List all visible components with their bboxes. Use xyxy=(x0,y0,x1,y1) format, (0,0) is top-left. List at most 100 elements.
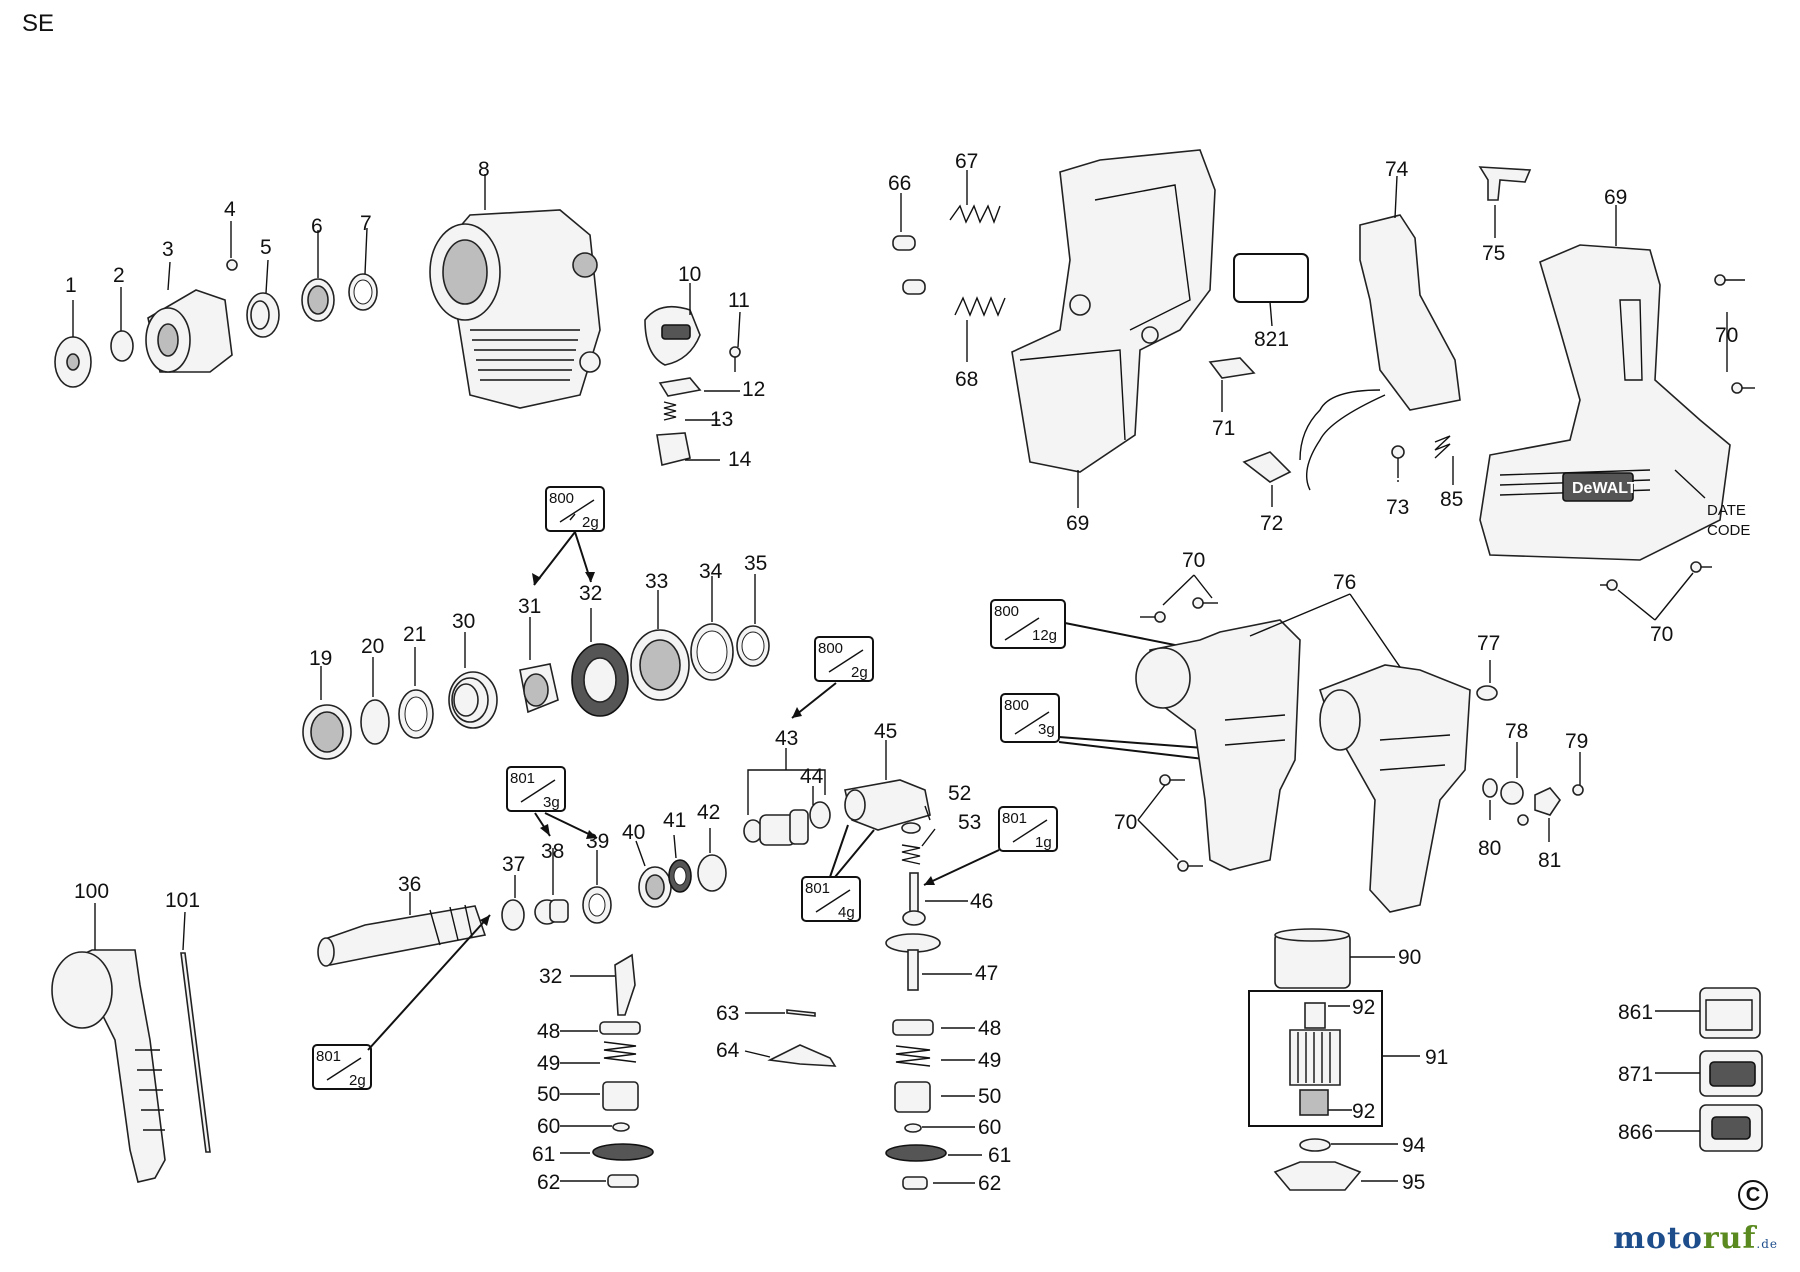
callout-44: 44 xyxy=(800,765,824,788)
callout-77: 77 xyxy=(1477,632,1500,655)
part-70-screws-low xyxy=(1159,774,1203,872)
callout-48-left: 48 xyxy=(537,1020,560,1043)
callout-35: 35 xyxy=(744,552,767,575)
callout-76: 76 xyxy=(1333,571,1356,594)
part-11-screw xyxy=(729,346,741,372)
part-10-selector xyxy=(644,305,701,366)
callout-41: 41 xyxy=(663,809,686,832)
callout-62-left: 62 xyxy=(537,1171,560,1194)
part-91-armature-box xyxy=(1248,990,1383,1127)
part-6-collar xyxy=(301,278,335,322)
part-75-lever xyxy=(1478,166,1532,201)
part-40-bearing xyxy=(638,866,672,908)
callout-94: 94 xyxy=(1402,1134,1426,1157)
callout-50-left: 50 xyxy=(537,1083,560,1106)
callout-85: 85 xyxy=(1440,488,1463,511)
callout-70-mid: 70 xyxy=(1182,549,1205,572)
copyright-icon: C xyxy=(1738,1180,1768,1210)
part-821-label xyxy=(1233,253,1309,303)
grease-box-8-qty: 3g xyxy=(1038,721,1055,738)
callout-60-left: 60 xyxy=(537,1115,560,1138)
site-logo[interactable]: motoruf.de xyxy=(1613,1221,1778,1256)
part-72-sensor xyxy=(1242,451,1292,483)
grease-box-6: 801 2g xyxy=(312,1044,372,1090)
part-63-pin xyxy=(786,1009,816,1017)
part-79-screw xyxy=(1572,784,1584,796)
logo-main: moto xyxy=(1613,1221,1703,1256)
grease-box-5-code: 801 xyxy=(1002,810,1027,827)
part-12-latch xyxy=(658,377,702,397)
part-70-screws-mid xyxy=(1140,597,1218,623)
callout-90: 90 xyxy=(1398,946,1421,969)
callout-91: 91 xyxy=(1425,1046,1448,1069)
callout-13: 13 xyxy=(710,408,733,431)
callout-5: 5 xyxy=(260,236,272,259)
callout-69-left: 69 xyxy=(1066,512,1089,535)
part-871-battery xyxy=(1699,1050,1763,1097)
part-69-housing-right: DeWALT xyxy=(1479,244,1731,561)
part-20-ring xyxy=(360,699,390,745)
grease-box-1-code: 800 xyxy=(549,490,574,507)
callout-36: 36 xyxy=(398,873,421,896)
callout-68: 68 xyxy=(955,368,978,391)
callout-49-right: 49 xyxy=(978,1049,1001,1072)
callout-46: 46 xyxy=(970,890,993,913)
grease-box-7-qty: 12g xyxy=(1032,627,1057,644)
dewalt-brand-mark: DeWALT xyxy=(1572,480,1637,497)
callout-47: 47 xyxy=(975,962,998,985)
callout-66: 66 xyxy=(888,172,911,195)
part-1-washer xyxy=(54,336,92,388)
part-35-ring xyxy=(736,625,770,667)
part-81-nut xyxy=(1517,787,1561,826)
part-90-sleeve xyxy=(1274,928,1351,989)
callout-70-right: 70 xyxy=(1650,623,1673,646)
date-code-line2: CODE xyxy=(1707,522,1750,539)
part-71-clip xyxy=(1208,357,1256,379)
part-64-clip xyxy=(767,1044,837,1067)
callout-861: 861 xyxy=(1618,1001,1653,1024)
callout-871: 871 xyxy=(1618,1063,1653,1086)
callout-21: 21 xyxy=(403,623,426,646)
callout-64: 64 xyxy=(716,1039,740,1062)
part-33-bearing xyxy=(630,629,690,701)
callout-39: 39 xyxy=(586,830,609,853)
callout-60-right: 60 xyxy=(978,1116,1001,1139)
grease-box-2-code: 800 xyxy=(818,640,843,657)
callout-70-top: 70 xyxy=(1715,324,1738,347)
callout-42: 42 xyxy=(697,801,720,824)
date-code-line1: DATE xyxy=(1707,502,1746,519)
grease-box-1: 800 2g xyxy=(545,486,605,532)
part-4-ball xyxy=(226,259,238,271)
callout-63: 63 xyxy=(716,1002,739,1025)
callout-38: 38 xyxy=(541,840,564,863)
part-39-ring xyxy=(582,886,612,924)
part-31-bushing xyxy=(519,663,559,714)
callout-43: 43 xyxy=(775,727,798,750)
grease-box-2: 800 2g xyxy=(814,636,874,682)
part-42-ring xyxy=(697,854,727,892)
part-861-case xyxy=(1699,987,1761,1039)
right-gear-stack xyxy=(885,933,947,1190)
grease-box-4-qty: 4g xyxy=(838,904,855,921)
callout-7: 7 xyxy=(360,212,372,235)
part-74-switch xyxy=(1299,214,1461,491)
part-95-plate xyxy=(1273,1161,1362,1191)
callout-48-right: 48 xyxy=(978,1017,1001,1040)
callout-78: 78 xyxy=(1505,720,1528,743)
callout-80: 80 xyxy=(1478,837,1501,860)
grease-box-6-qty: 2g xyxy=(349,1072,366,1089)
grease-box-8: 800 3g xyxy=(1000,693,1060,743)
part-94-bearing xyxy=(1299,1138,1331,1152)
grease-box-6-code: 801 xyxy=(316,1048,341,1065)
callout-20: 20 xyxy=(361,635,384,658)
part-21-ring xyxy=(398,689,434,739)
callout-62-right: 62 xyxy=(978,1172,1001,1195)
callout-11: 11 xyxy=(728,289,750,312)
callout-52: 52 xyxy=(948,782,971,805)
callout-10: 10 xyxy=(678,263,701,286)
part-76-gear-case xyxy=(1135,619,1471,913)
part-77-bushing xyxy=(1476,685,1498,701)
part-44-oring xyxy=(809,801,831,829)
callout-14: 14 xyxy=(728,448,752,471)
